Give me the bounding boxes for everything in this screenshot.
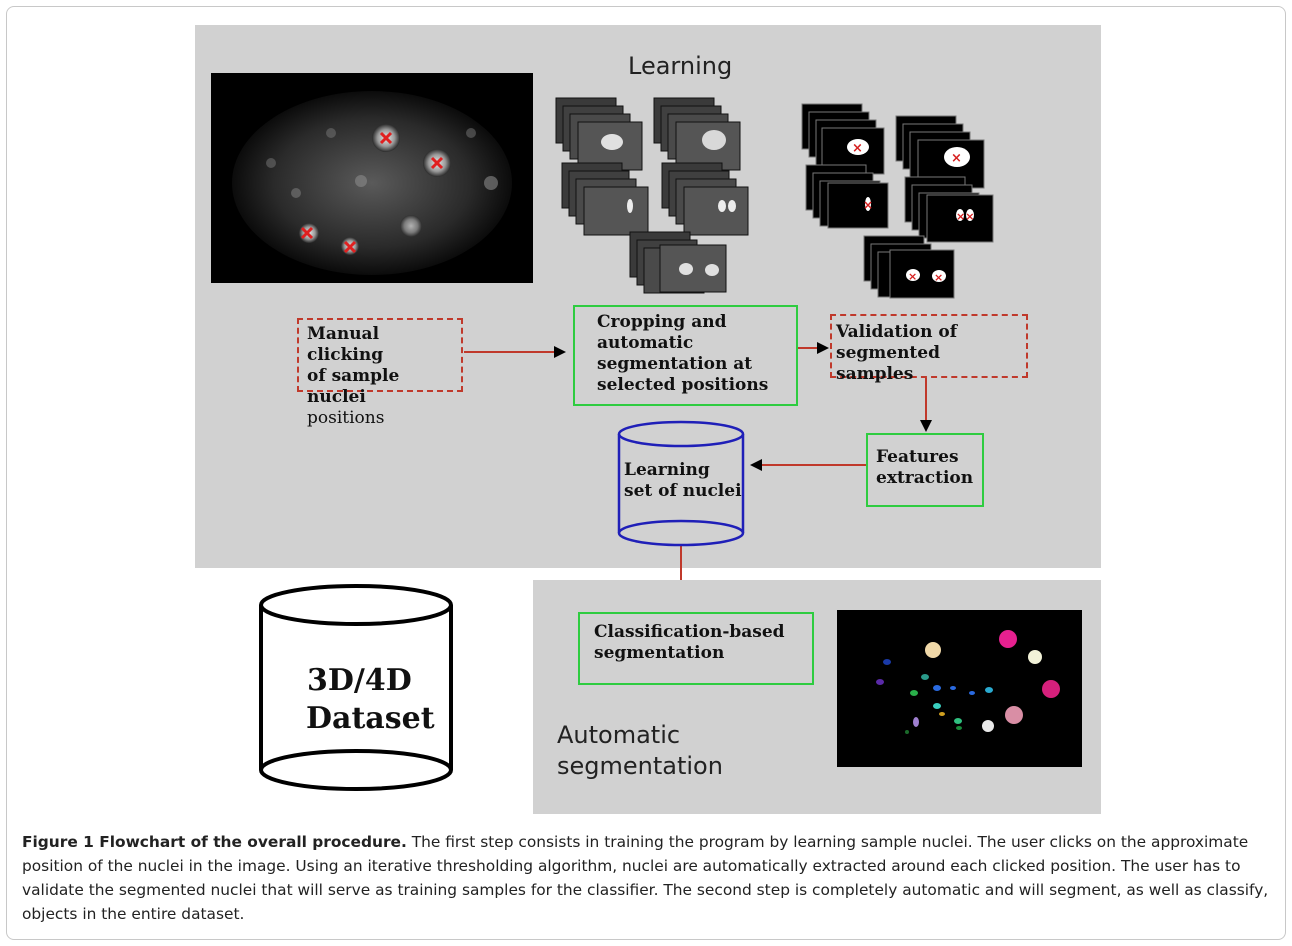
classification-box-line-2: segmentation: [594, 643, 725, 663]
validation-box-line-1: Validation of: [836, 322, 958, 342]
microscopy-image: [211, 73, 533, 283]
validation-box: Validation of segmented samples: [830, 314, 1028, 384]
automatic-segmentation-title: Automatic segmentation: [557, 720, 723, 782]
segmented-stack-1: ×: [801, 103, 885, 175]
figure-caption: Figure 1 Flowchart of the overall proced…: [22, 830, 1272, 926]
learning-set-line-1: Learning: [624, 460, 710, 480]
cropping-box: Cropping and automatic segmentation at s…: [573, 305, 798, 406]
classification-box-line-1: Classification-based: [594, 622, 785, 642]
crop-stack-5: [629, 231, 727, 294]
cropping-box-line-1: Cropping and: [597, 312, 727, 332]
learning-set-line-2: set of nuclei: [624, 481, 742, 501]
svg-text:×: ×: [951, 151, 962, 166]
manual-box-line-1: Manual clicking: [307, 324, 384, 365]
features-box-line-1: Features: [876, 447, 959, 467]
features-box-line-2: extraction: [876, 468, 974, 488]
crop-stack-3: [561, 162, 649, 236]
svg-text:××: ××: [956, 210, 974, 223]
dataset-cylinder: [259, 584, 453, 791]
features-box: Features extraction: [866, 433, 984, 507]
automatic-title-line-1: Automatic: [557, 721, 681, 749]
svg-text:×: ×: [908, 270, 917, 283]
segmented-stack-5: × ×: [863, 235, 955, 299]
manual-clicking-box: Manual clicking of sample nuclei positio…: [297, 318, 463, 428]
validation-box-line-2: segmented samples: [836, 343, 940, 384]
dataset-line-2: Dataset: [306, 701, 435, 736]
svg-text:×: ×: [934, 271, 943, 284]
crop-stack-4: [661, 162, 749, 236]
dataset-label: 3D/4D Dataset: [306, 662, 435, 738]
manual-box-line-3: positions: [307, 408, 385, 428]
caption-text: The first step consists in training the …: [22, 833, 1269, 923]
svg-text:×: ×: [863, 198, 873, 212]
classification-box: Classification-based segmentation: [578, 612, 814, 685]
segmentation-result-graphic: [876, 630, 1060, 734]
cropping-box-line-3: segmentation at: [597, 354, 753, 374]
dataset-line-1: 3D/4D: [307, 663, 412, 698]
learning-set-label: Learning set of nuclei: [624, 460, 742, 502]
segmented-stack-2: ×: [895, 115, 985, 189]
cropping-box-line-2: automatic: [597, 333, 694, 353]
cropping-box-line-4: selected positions: [597, 375, 769, 395]
segmentation-result-image: [837, 610, 1082, 767]
crop-stack-2: [653, 97, 741, 171]
learning-set-cylinder: [617, 420, 745, 547]
manual-box-line-2: of sample nuclei: [307, 366, 400, 407]
microscopy-image-graphic: [232, 91, 512, 275]
caption-label: Figure 1 Flowchart of the overall proced…: [22, 833, 407, 851]
segmented-stack-3: ×: [805, 164, 889, 229]
crop-stack-1: [555, 97, 643, 171]
automatic-title-line-2: segmentation: [557, 752, 723, 780]
segmented-stack-4: ××: [904, 176, 994, 243]
svg-text:×: ×: [852, 141, 863, 156]
learning-title: Learning: [628, 52, 733, 80]
